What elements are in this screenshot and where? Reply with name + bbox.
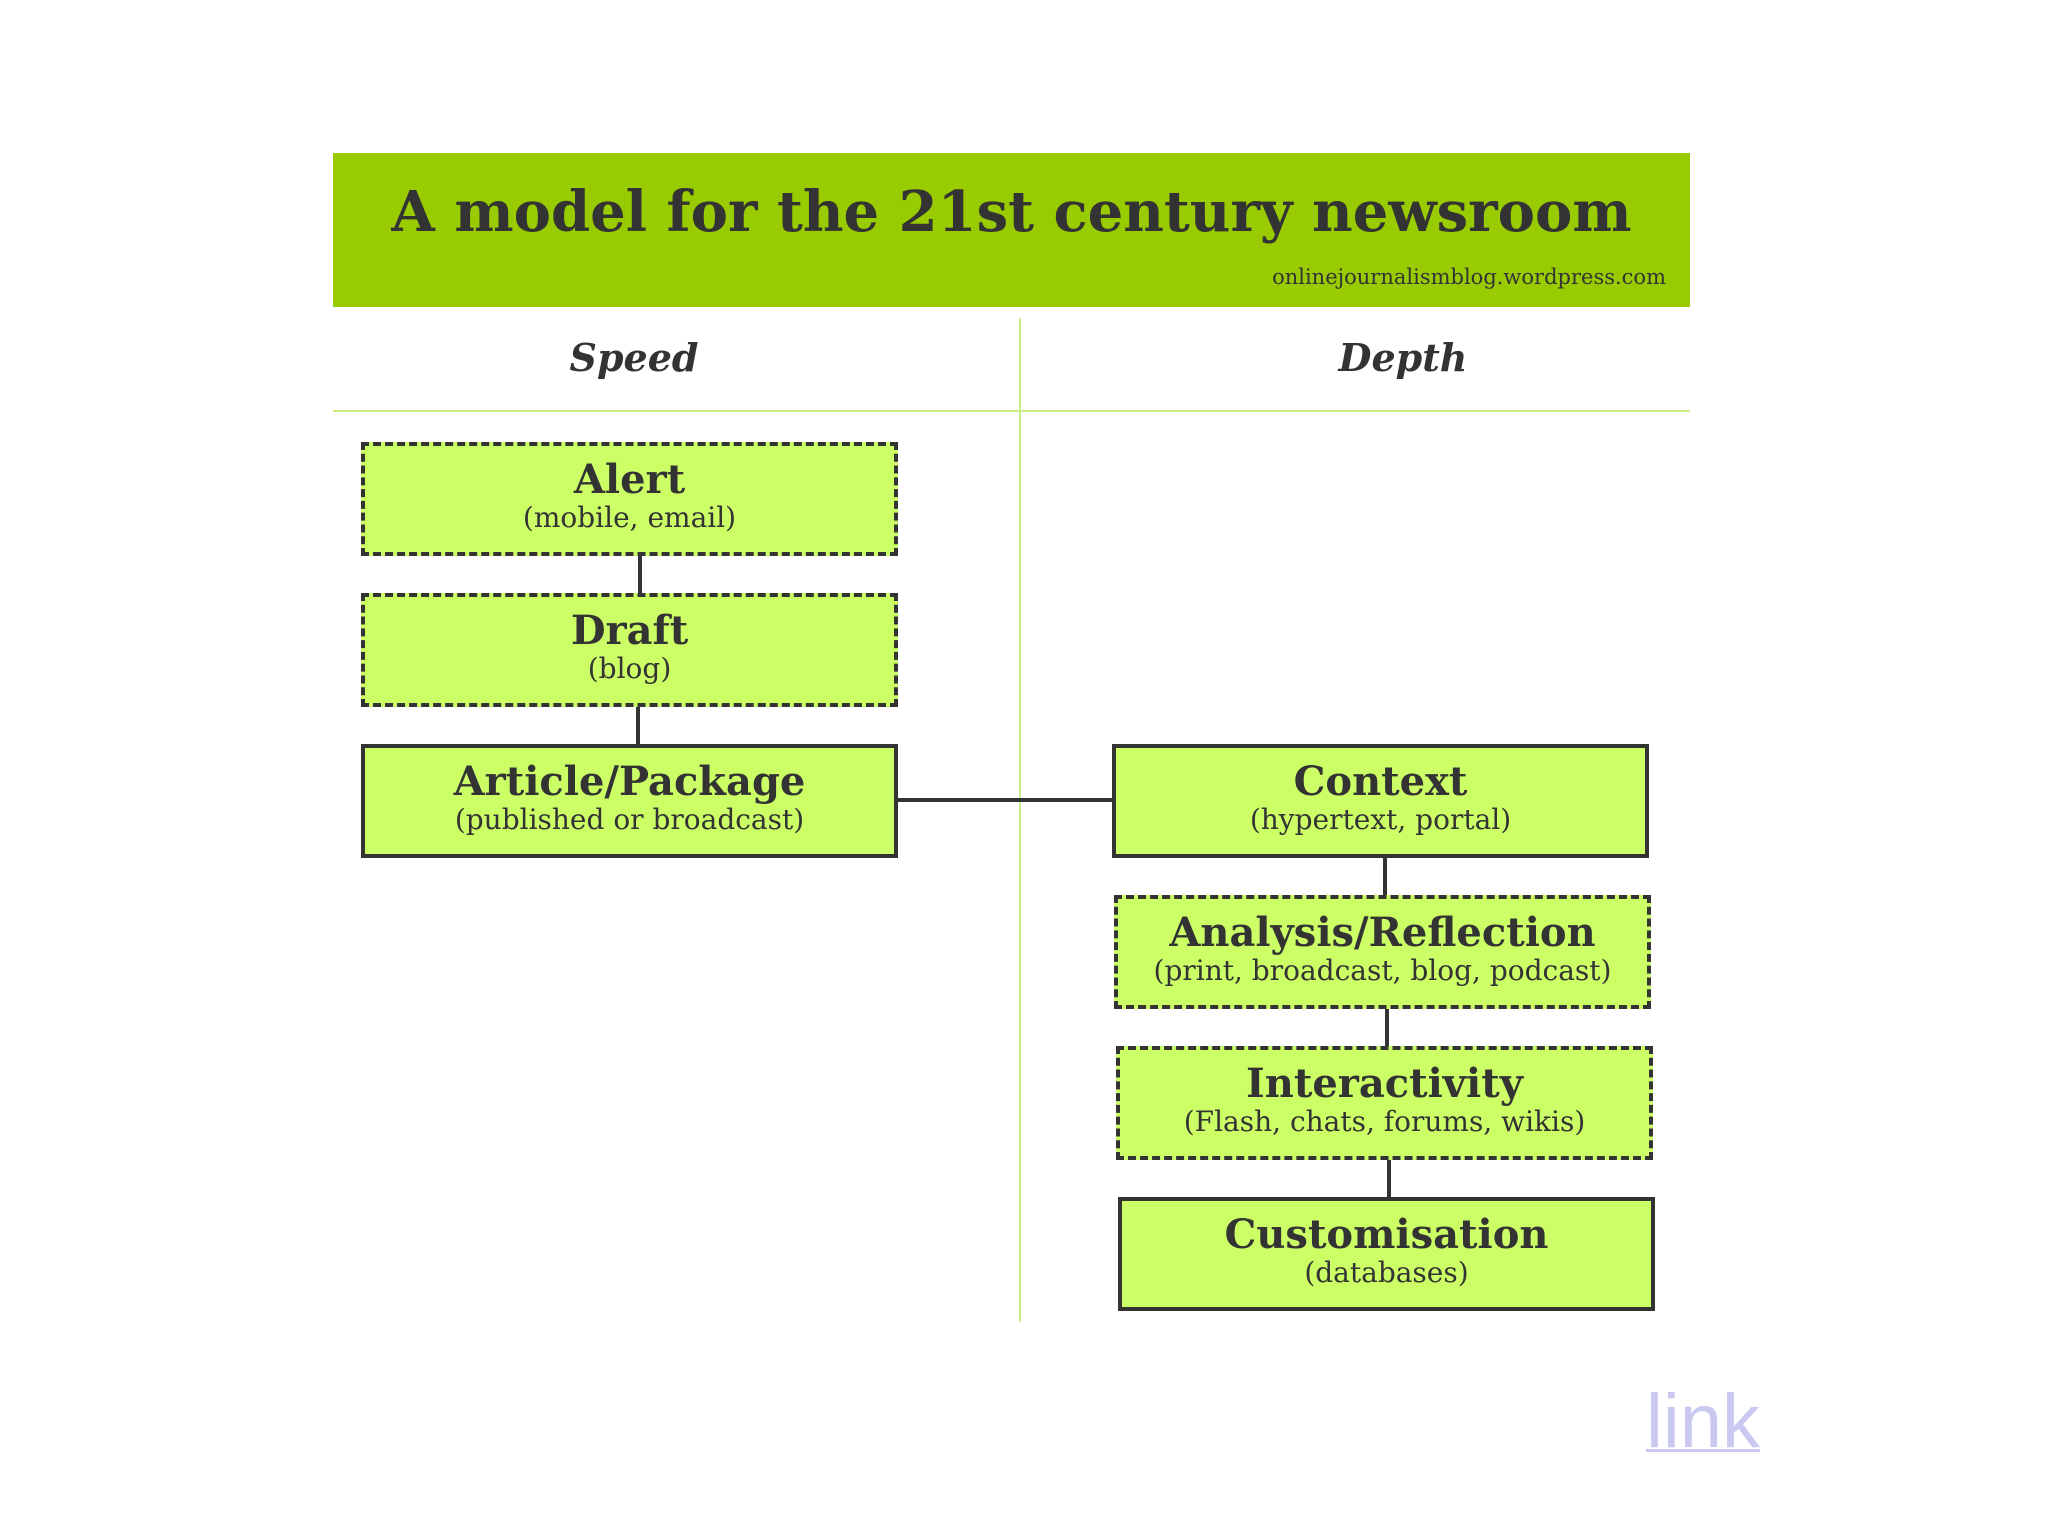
title-banner: A model for the 21st century newsroom on… — [333, 153, 1690, 307]
node-context-title: Context — [1293, 758, 1468, 805]
node-analysis-title: Analysis/Reflection — [1169, 909, 1596, 956]
node-customisation: Customisation (databases) — [1118, 1197, 1655, 1311]
connector-alert-draft — [638, 556, 642, 594]
column-heading-depth: Depth — [1338, 335, 1468, 380]
node-alert-title: Alert — [573, 456, 686, 503]
node-draft-subtitle: (blog) — [587, 652, 672, 685]
node-alert-subtitle: (mobile, email) — [522, 501, 737, 534]
node-analysis-reflection: Analysis/Reflection (print, broadcast, b… — [1114, 895, 1651, 1009]
column-divider — [1019, 318, 1021, 1322]
node-analysis-subtitle: (print, broadcast, blog, podcast) — [1153, 954, 1612, 987]
node-draft: Draft (blog) — [361, 593, 898, 707]
node-article-package: Article/Package (published or broadcast) — [361, 744, 898, 858]
connector-article-context — [898, 798, 1113, 802]
connector-draft-article — [636, 707, 640, 745]
node-article-subtitle: (published or broadcast) — [454, 803, 805, 836]
connector-interactivity-customisation — [1387, 1160, 1391, 1198]
node-interactivity-subtitle: (Flash, chats, forums, wikis) — [1183, 1105, 1586, 1138]
connector-analysis-interactivity — [1385, 1009, 1389, 1047]
node-interactivity-title: Interactivity — [1246, 1060, 1523, 1107]
node-interactivity: Interactivity (Flash, chats, forums, wik… — [1116, 1046, 1653, 1160]
column-heading-speed: Speed — [569, 335, 699, 380]
node-alert: Alert (mobile, email) — [361, 442, 898, 556]
source-link[interactable]: link — [1646, 1379, 1761, 1464]
node-customisation-title: Customisation — [1224, 1211, 1549, 1258]
heading-divider — [333, 410, 1690, 412]
node-draft-title: Draft — [570, 607, 689, 654]
node-context: Context (hypertext, portal) — [1112, 744, 1649, 858]
connector-context-analysis — [1383, 858, 1387, 896]
diagram-title: A model for the 21st century newsroom — [391, 179, 1632, 245]
source-credit: onlinejournalismblog.wordpress.com — [1272, 265, 1666, 289]
node-customisation-subtitle: (databases) — [1304, 1256, 1469, 1289]
node-context-subtitle: (hypertext, portal) — [1249, 803, 1512, 836]
node-article-title: Article/Package — [453, 758, 806, 805]
